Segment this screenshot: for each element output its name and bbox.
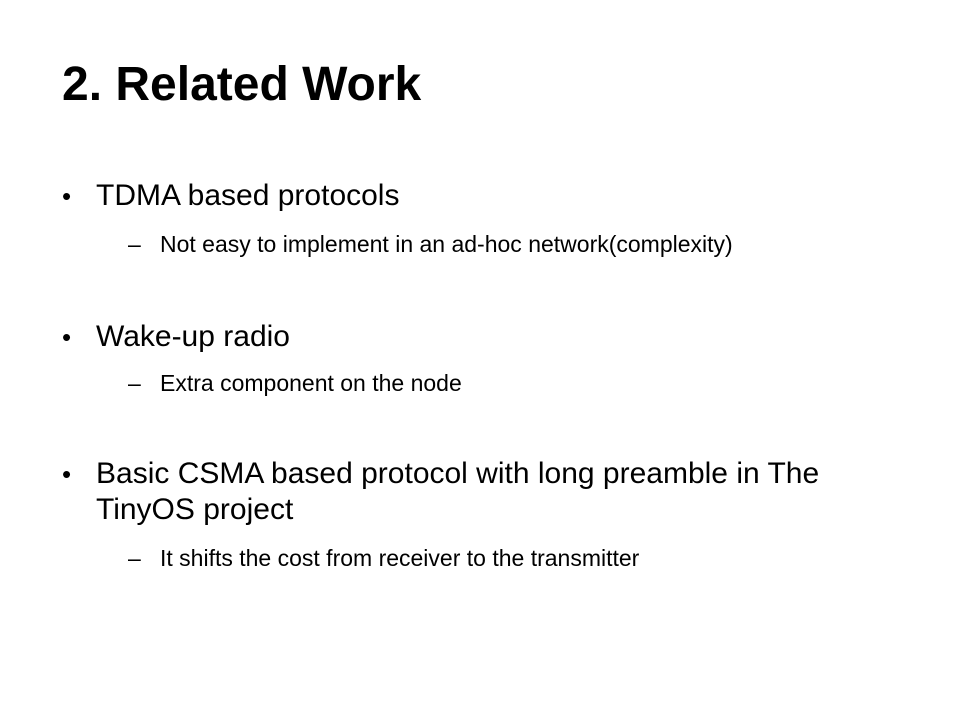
bullet-icon: • [62,459,72,489]
bullet-icon: • [62,322,72,352]
dash-icon: – [128,545,141,571]
bullet-text: Basic CSMA based protocol with long prea… [96,457,820,526]
bullet-list: • TDMA based protocols – Not easy to imp… [62,178,922,573]
sub-bullet-text: It shifts the cost from receiver to the … [160,545,640,571]
sub-bullet-item: – It shifts the cost from receiver to th… [62,544,922,573]
bullet-text: TDMA based protocols [96,179,400,212]
bullet-item-wakeup: • Wake-up radio [62,319,922,355]
sub-bullet-text: Extra component on the node [160,370,462,396]
dash-icon: – [128,370,141,396]
sub-bullet-item: – Extra component on the node [62,369,922,398]
sub-bullet-item: – Not easy to implement in an ad-hoc net… [62,230,922,259]
bullet-icon: • [62,181,72,211]
bullet-item-tdma: • TDMA based protocols [62,178,922,214]
bullet-text: Wake-up radio [96,320,290,353]
dash-icon: – [128,231,141,257]
bullet-item-csma: • Basic CSMA based protocol with long pr… [62,456,922,528]
slide-title: 2. Related Work [62,58,422,111]
sub-bullet-text: Not easy to implement in an ad-hoc netwo… [160,231,733,257]
